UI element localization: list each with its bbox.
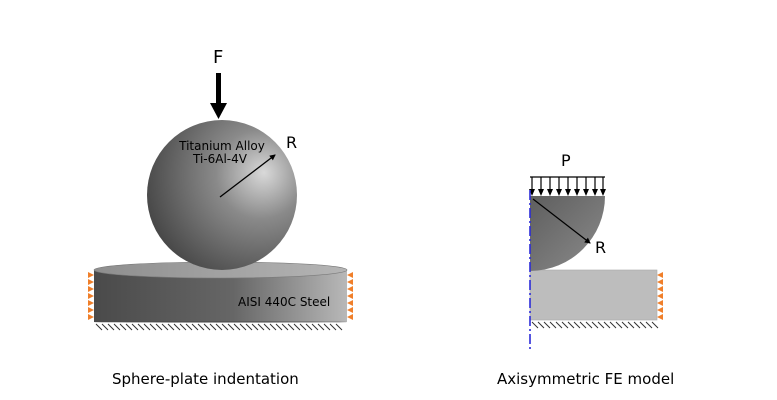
fe-model-panel: P R bbox=[529, 151, 663, 352]
right-boundary-markers bbox=[347, 272, 353, 320]
plate-material-label: AISI 440C Steel bbox=[238, 295, 330, 309]
fixed-support-hatch bbox=[95, 323, 343, 331]
fe-quarter-sphere bbox=[530, 196, 605, 271]
fe-radius-label: R bbox=[595, 238, 606, 257]
fe-plate bbox=[529, 269, 658, 321]
sphere-material-name: Titanium Alloy bbox=[178, 139, 265, 153]
left-boundary-markers bbox=[88, 272, 94, 320]
steel-plate bbox=[93, 261, 348, 323]
fe-fixed-support-hatch bbox=[531, 321, 659, 329]
sphere-radius-arrow bbox=[219, 154, 276, 198]
sphere-plate-panel: F R Titanium Alloy Ti-6Al-4V AISI 440C S… bbox=[88, 47, 353, 331]
sphere-material-grade: Ti-6Al-4V bbox=[192, 152, 248, 166]
pressure-arrows bbox=[529, 176, 606, 196]
right-caption: Axisymmetric FE model bbox=[497, 370, 675, 388]
pressure-label: P bbox=[561, 151, 571, 170]
left-caption: Sphere-plate indentation bbox=[112, 370, 299, 388]
sphere-radius-label: R bbox=[286, 133, 297, 152]
fe-right-boundary-markers bbox=[657, 272, 663, 320]
force-label: F bbox=[213, 47, 223, 68]
fe-radius-arrow bbox=[532, 198, 591, 244]
force-arrow bbox=[210, 73, 227, 119]
